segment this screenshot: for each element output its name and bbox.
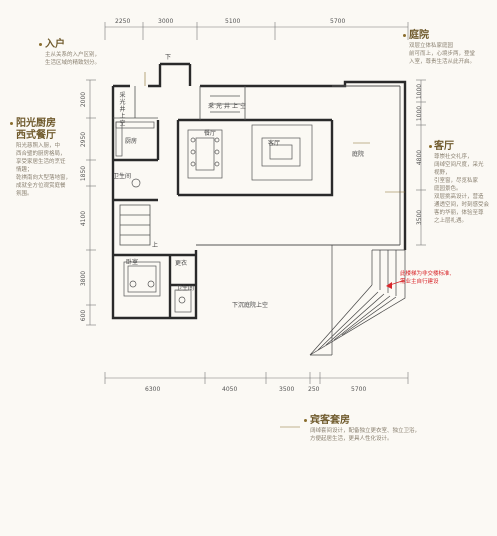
right-dimension-line xyxy=(416,79,426,246)
dim-bottom-5: 5700 xyxy=(351,386,367,393)
annotation-living-line-9: 客的华丽，体验至尊 xyxy=(434,210,484,216)
annotation-living-line-2: 阔绰空间尺度，采光 xyxy=(434,162,484,168)
annotation-courtyard-line-1: 双层立体私家庭园 xyxy=(409,43,454,49)
dim-bottom-1: 6300 xyxy=(145,386,161,393)
living-sofa-set xyxy=(251,124,313,181)
dim-bottom-2: 4050 xyxy=(222,386,238,393)
dim-right-1: 1000 xyxy=(416,83,424,100)
annotation-guest-suite: 宾客套房 阔绰套间设计，配备独立更衣室、独立卫浴， 方便起居生活，更具人性化设计… xyxy=(310,415,490,443)
dining-table xyxy=(187,129,223,179)
room-closet: 更衣 xyxy=(175,260,188,267)
outer-walls xyxy=(111,62,407,320)
courtyard-bullet xyxy=(403,34,406,37)
dim-right-3: 4800 xyxy=(416,149,424,166)
annotation-living-line-1: 尊崇社交礼序， xyxy=(434,154,473,160)
annotation-entrance-line-2: 生活区域的精致划分。 xyxy=(45,60,101,66)
room-light-well-right: 采光井上空 xyxy=(208,103,249,110)
room-light-well-left: 采光井上空 xyxy=(119,92,126,127)
annotation-kitchen-line-8: 氛围。 xyxy=(16,191,33,197)
annotation-living-line-3: 视野， xyxy=(434,170,451,176)
living-bullet xyxy=(429,145,432,148)
annotation-kitchen-line-3: 享受家居生活的烹饪 xyxy=(16,159,66,165)
annotation-courtyard-line-3: 入室，尊贵生活从此开启。 xyxy=(409,59,476,65)
dim-left-1: 2000 xyxy=(80,91,88,108)
annotation-living-line-5: 庭园景色。 xyxy=(434,186,462,192)
stair-note: 此楼梯为非交楼标准, 需业主自行建设 xyxy=(400,270,492,286)
red-note-arrow xyxy=(386,282,392,289)
room-dining: 餐厅 xyxy=(204,130,217,137)
sunken-garden-stairs xyxy=(309,245,406,356)
dim-left-5: 3800 xyxy=(80,270,88,287)
entrance-bullet xyxy=(39,43,42,46)
bedroom-bed xyxy=(123,261,161,297)
stair-up-mark: 上 xyxy=(152,242,159,249)
red-note-pointer xyxy=(389,279,406,286)
stair-down-mark: 下 xyxy=(165,54,172,61)
dim-right-2: 1000 xyxy=(416,105,424,122)
annotation-entrance-line-1: 主从关系的入户区别， xyxy=(45,52,101,58)
dim-top-4: 5700 xyxy=(330,18,346,25)
bathroom-fixtures xyxy=(131,178,192,313)
dim-bottom-3: 3500 xyxy=(279,386,295,393)
dim-bottom-4: 250 xyxy=(308,386,320,393)
left-dimension-line xyxy=(86,79,96,326)
annotation-living-line-8: 通透空间，时刻感受会 xyxy=(434,202,490,208)
dim-left-2: 2950 xyxy=(80,131,88,148)
guest-suite-bullet xyxy=(304,419,307,422)
kitchen-counter xyxy=(115,121,155,157)
annotation-living-line-4: 引室窗，尽览私家 xyxy=(434,178,479,184)
stair-note-line-1: 此楼梯为非交楼标准, xyxy=(400,271,452,277)
room-bath-2: 卫生间 xyxy=(176,285,195,292)
annotation-entrance: 入户 主从关系的入户区别， 生活区域的精致划分。 xyxy=(45,39,145,67)
annotation-kitchen-line-4: 情趣； xyxy=(16,167,33,173)
room-courtyard: 庭院 xyxy=(352,151,365,158)
annotation-courtyard: 庭院 双层立体私家庭园 前可而上，心境步两，登堂 入室，尊贵生活从此开启。 xyxy=(409,30,495,66)
annotation-living-title: 客厅 xyxy=(434,141,454,152)
annotation-kitchen-title: 阳光厨房 西式餐厅 xyxy=(16,118,56,141)
annotation-living-line-7: 双层挑高设计，营造 xyxy=(434,194,484,200)
stair-note-line-2: 需业主自行建设 xyxy=(400,279,439,285)
room-living: 客厅 xyxy=(268,140,281,147)
dim-right-4: 3500 xyxy=(416,209,424,226)
dim-left-3: 1850 xyxy=(80,165,88,182)
annotation-guest-line-2: 方便起居生活，更具人性化设计。 xyxy=(310,436,393,442)
annotation-kitchen-line-7: 成就全方位观赏庭餐 xyxy=(16,183,66,189)
room-sunken-void: 下沉庭院上空 xyxy=(232,302,269,309)
annotation-living-line-10: 之上层礼遇。 xyxy=(434,218,468,224)
kitchen-bullet xyxy=(10,122,13,125)
bottom-dimension-line xyxy=(104,372,409,384)
annotation-kitchen-line-2: 西合璧的厨房格局， xyxy=(16,151,66,157)
dim-left-4: 4100 xyxy=(80,210,88,227)
annotation-living: 客厅 尊崇社交礼序， 阔绰空间尺度，采光 视野， 引室窗，尽览私家 庭园景色。 … xyxy=(434,141,496,225)
annotation-guest-line-1: 阔绰套间设计，配备独立更衣室、独立卫浴， xyxy=(310,428,421,434)
annotation-courtyard-line-2: 前可而上，心境步两，登堂 xyxy=(409,51,476,57)
annotation-courtyard-title: 庭院 xyxy=(409,30,429,41)
annotation-entrance-title: 入户 xyxy=(45,39,65,50)
annotation-kitchen-line-6: 乾祺南向大型落地窗， xyxy=(16,175,72,181)
annotation-kitchen-line-1: 阳光慈照入厨，中 xyxy=(16,143,61,149)
dim-top-1: 2250 xyxy=(115,18,131,25)
room-bedroom: 卧室 xyxy=(126,259,139,266)
dim-left-6: 600 xyxy=(80,309,88,322)
annotation-guest-title: 宾客套房 xyxy=(310,415,350,426)
interior-partitions xyxy=(113,86,246,246)
annotation-kitchen: 阳光厨房 西式餐厅 阳光慈照入厨，中 西合璧的厨房格局， 享受家居生活的烹饪 情… xyxy=(16,118,78,198)
top-dimension-line xyxy=(104,22,409,40)
dim-top-2: 3000 xyxy=(158,18,174,25)
room-kitchen: 厨房 xyxy=(125,138,138,145)
room-bath-1: 卫生间 xyxy=(113,173,132,180)
courtyard-railing xyxy=(196,85,401,246)
dim-top-3: 5100 xyxy=(225,18,241,25)
annotation-leaders xyxy=(144,72,405,428)
